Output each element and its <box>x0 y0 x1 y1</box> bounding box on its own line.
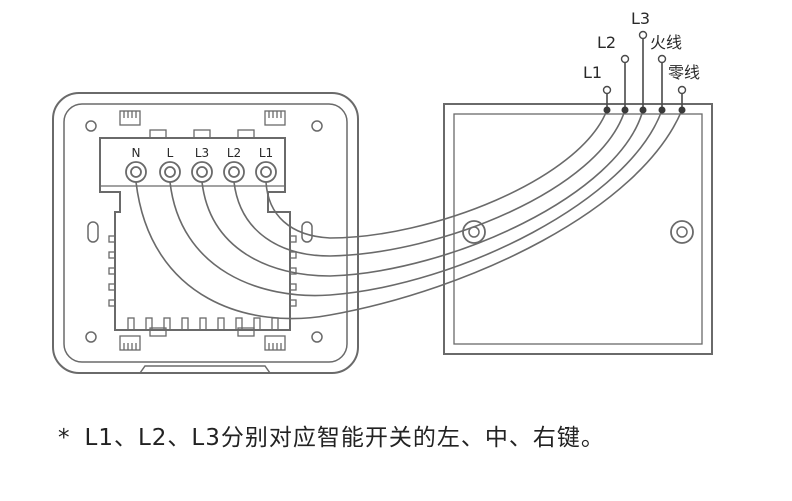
terminal-label-l3: L3 <box>195 146 209 160</box>
panel-bottom-step <box>139 365 271 374</box>
terminal-screw-l1 <box>255 161 277 183</box>
clip-bottom-right <box>264 335 286 351</box>
footnote-text: L1、L2、L3分别对应智能开关的左、中、右键。 <box>84 425 605 451</box>
lead-end-l2 <box>620 54 630 64</box>
clip-top-left <box>119 110 141 126</box>
clip-top-right <box>264 110 286 126</box>
side-slot-left <box>87 221 99 243</box>
terminal-screw-l <box>159 161 181 183</box>
wall-box-inner <box>453 113 703 345</box>
supply-label-live: 火线 <box>650 33 682 52</box>
supply-labels: L3 L2 火线 L1 零线 <box>583 9 700 82</box>
screw-hole-top-right <box>311 120 323 132</box>
body-tab-bottom-1 <box>149 327 167 337</box>
wall-box-screw-right <box>670 220 694 244</box>
body-teeth-left <box>108 235 116 307</box>
lead-end-l1 <box>602 85 612 95</box>
body-tab-1 <box>149 129 167 139</box>
supply-lead-dots <box>603 106 686 114</box>
terminal-body <box>99 137 291 331</box>
body-tab-bottom-2 <box>237 327 255 337</box>
lead-end-neutral <box>677 85 687 95</box>
side-slot-right <box>301 221 313 243</box>
wire-l3 <box>201 109 644 277</box>
footnote: * L1、L2、L3分别对应智能开关的左、中、右键。 <box>58 418 605 452</box>
wire-l1 <box>265 109 608 239</box>
wall-box <box>443 103 713 355</box>
clip-bottom-left <box>119 335 141 351</box>
wire-l2 <box>233 109 626 257</box>
screw-hole-bottom-left <box>85 331 97 343</box>
supply-label-l3: L3 <box>631 9 650 28</box>
wires <box>135 109 683 320</box>
terminal-screw-n <box>125 161 147 183</box>
body-teeth-right <box>289 235 297 307</box>
body-tab-3 <box>237 129 255 139</box>
footnote-marker: * <box>58 425 71 451</box>
screw-hole-bottom-right <box>311 331 323 343</box>
supply-lead-ends <box>602 30 687 95</box>
body-teeth-bottom <box>127 317 279 331</box>
terminal-labels: N L L3 L2 L1 <box>132 146 274 160</box>
terminal-screws <box>125 161 277 183</box>
terminal-screw-l3 <box>191 161 213 183</box>
panel-inner-frame <box>63 103 348 363</box>
terminal-label-n: N <box>132 146 141 160</box>
wall-box-screw-left <box>462 220 486 244</box>
terminal-label-l1: L1 <box>259 146 273 160</box>
wiring-diagram: N L L3 L2 L1 <box>52 9 713 374</box>
supply-label-l1: L1 <box>583 63 602 82</box>
screw-hole-top-left <box>85 120 97 132</box>
wire-neutral <box>135 109 683 320</box>
lead-end-live <box>657 54 667 64</box>
terminal-label-l2: L2 <box>227 146 241 160</box>
terminal-label-l: L <box>167 146 174 160</box>
supply-label-neutral: 零线 <box>668 63 700 82</box>
wire-live <box>169 109 663 297</box>
supply-label-l2: L2 <box>597 33 616 52</box>
switch-back-panel <box>52 92 359 374</box>
terminal-screw-l2 <box>223 161 245 183</box>
body-tab-2 <box>193 129 211 139</box>
panel-outer-frame <box>52 92 359 374</box>
lead-end-l3 <box>638 30 648 40</box>
wall-box-outer <box>443 103 713 355</box>
